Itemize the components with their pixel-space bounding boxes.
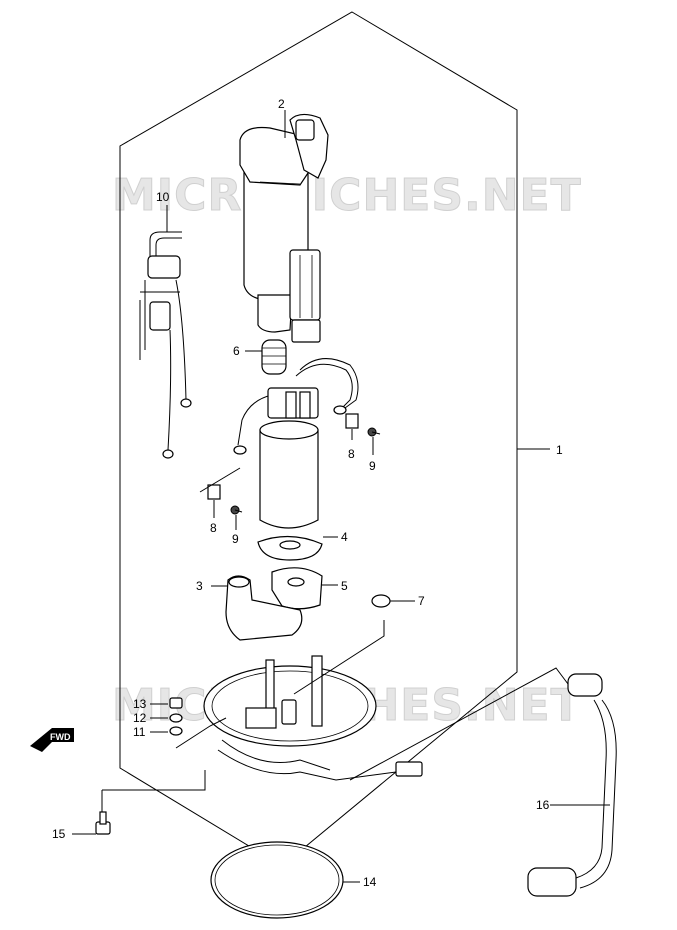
- callout-8-left: 8: [210, 521, 217, 535]
- callout-10: 10: [156, 190, 170, 204]
- part-9-screw-right[interactable]: [367, 427, 381, 437]
- part-16-fuel-hose[interactable]: [527, 673, 617, 897]
- callout-11: 11: [133, 725, 146, 739]
- callout-6: 6: [233, 344, 240, 358]
- callout-7: 7: [418, 594, 425, 608]
- callout-3: 3: [196, 579, 203, 593]
- part-6-spring[interactable]: [261, 339, 287, 375]
- part-14-gasket[interactable]: [210, 841, 344, 919]
- callout-4: 4: [341, 530, 348, 544]
- part-5-pump-holder[interactable]: [271, 567, 323, 610]
- callout-1: 1: [556, 443, 563, 457]
- pump-base-plate[interactable]: [203, 655, 423, 781]
- part-8-clamp-right[interactable]: [345, 413, 359, 429]
- part-10-fuel-level-sender[interactable]: [139, 231, 192, 459]
- gasket-inner-edge: [214, 844, 340, 916]
- callout-labels: 1 2 3 4 5 6 7 8 8 9 9 10 11 12 13 14 15 …: [52, 97, 563, 889]
- fwd-label: FWD: [50, 732, 71, 742]
- part-9-screw-left[interactable]: [230, 505, 243, 515]
- part-8-clamp-left[interactable]: [207, 484, 221, 500]
- callout-15: 15: [52, 827, 66, 841]
- callout-5: 5: [341, 579, 348, 593]
- part-12-washer[interactable]: [169, 713, 183, 723]
- forward-direction-arrow: FWD: [30, 728, 74, 752]
- callout-8-right: 8: [348, 447, 355, 461]
- callout-2: 2: [278, 97, 285, 111]
- part-2-pump-cover[interactable]: [239, 113, 329, 343]
- callout-12: 12: [133, 711, 147, 725]
- watermark-top: MICROFICHES.NET: [112, 170, 582, 221]
- part-4-cushion[interactable]: [257, 535, 323, 561]
- leader-lines: [72, 110, 610, 883]
- callout-9-right: 9: [369, 459, 376, 473]
- fuel-pump-motor[interactable]: [259, 387, 319, 529]
- callout-16: 16: [536, 798, 550, 812]
- callout-14: 14: [363, 875, 377, 889]
- part-7-o-ring[interactable]: [371, 594, 391, 608]
- part-11-seal[interactable]: [169, 726, 183, 736]
- callout-9-left: 9: [232, 532, 239, 546]
- part-3-suction-filter[interactable]: [225, 575, 303, 641]
- callout-13: 13: [133, 697, 147, 711]
- part-13-nut[interactable]: [169, 697, 183, 709]
- part-15-bolt[interactable]: [95, 811, 111, 835]
